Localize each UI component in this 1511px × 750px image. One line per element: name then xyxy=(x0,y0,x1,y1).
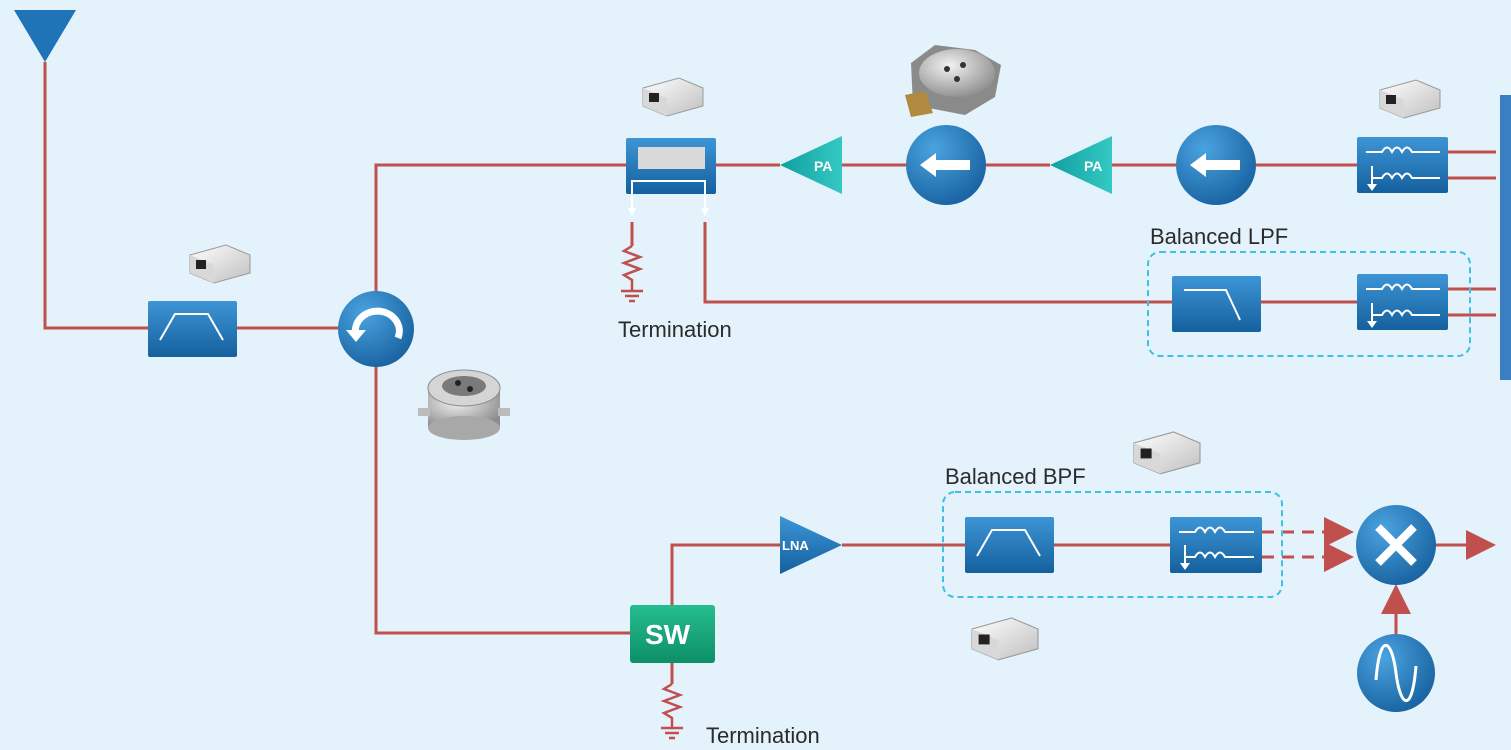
resistor-icon xyxy=(660,682,684,727)
balanced-bpf-box xyxy=(942,491,1283,598)
chip-component-icon xyxy=(1379,79,1441,119)
isolator-component-icon xyxy=(905,45,1001,117)
termination-bottom-label: Termination xyxy=(706,723,820,748)
balanced-bpf-label: Balanced BPF xyxy=(945,464,1086,489)
signal-lines xyxy=(43,62,1496,684)
tx-path-line xyxy=(374,163,626,292)
circulator-icon xyxy=(338,291,414,367)
isolator-icon xyxy=(1176,125,1256,205)
balun-icon xyxy=(1357,274,1448,330)
chip-component-icon xyxy=(971,617,1039,661)
resistor-icon xyxy=(620,244,644,290)
chip-component-icon xyxy=(1133,431,1201,475)
switch-label: SW xyxy=(645,619,691,650)
power-amplifier-icon: PA xyxy=(780,136,842,194)
termination-top-label: Termination xyxy=(618,317,732,342)
balanced-lpf-label: Balanced LPF xyxy=(1150,224,1288,249)
antenna-icon xyxy=(14,10,76,62)
bandpass-filter-icon xyxy=(148,301,237,357)
balanced-lpf-box xyxy=(1147,251,1471,357)
chip-component-icon xyxy=(189,244,251,284)
lna-label: LNA xyxy=(782,538,809,553)
bandpass-filter-icon xyxy=(965,517,1054,573)
pa-left-label: PA xyxy=(814,158,832,174)
ground-icon xyxy=(661,726,683,740)
ground-icon xyxy=(621,289,643,303)
edge-bar xyxy=(1500,95,1511,380)
low-noise-amplifier-icon: LNA xyxy=(780,516,842,574)
coupler-icon xyxy=(626,138,716,216)
isolator-icon xyxy=(906,125,986,205)
switch-icon: SW xyxy=(630,605,715,663)
power-amplifier-icon: PA xyxy=(1050,136,1112,194)
mixer-icon xyxy=(1356,505,1436,585)
balun-icon xyxy=(1357,137,1448,193)
balun-icon xyxy=(1170,517,1262,573)
coupled-port-line xyxy=(703,222,1172,304)
pa-right-label: PA xyxy=(1084,158,1102,174)
switch-to-lna-line xyxy=(670,543,780,605)
chip-component-icon xyxy=(642,77,704,117)
rx-path-line xyxy=(374,366,630,635)
antenna-feed-line xyxy=(43,62,148,330)
circulator-component-icon xyxy=(418,369,510,440)
lowpass-filter-icon xyxy=(1172,276,1261,332)
oscillator-icon xyxy=(1357,634,1435,712)
